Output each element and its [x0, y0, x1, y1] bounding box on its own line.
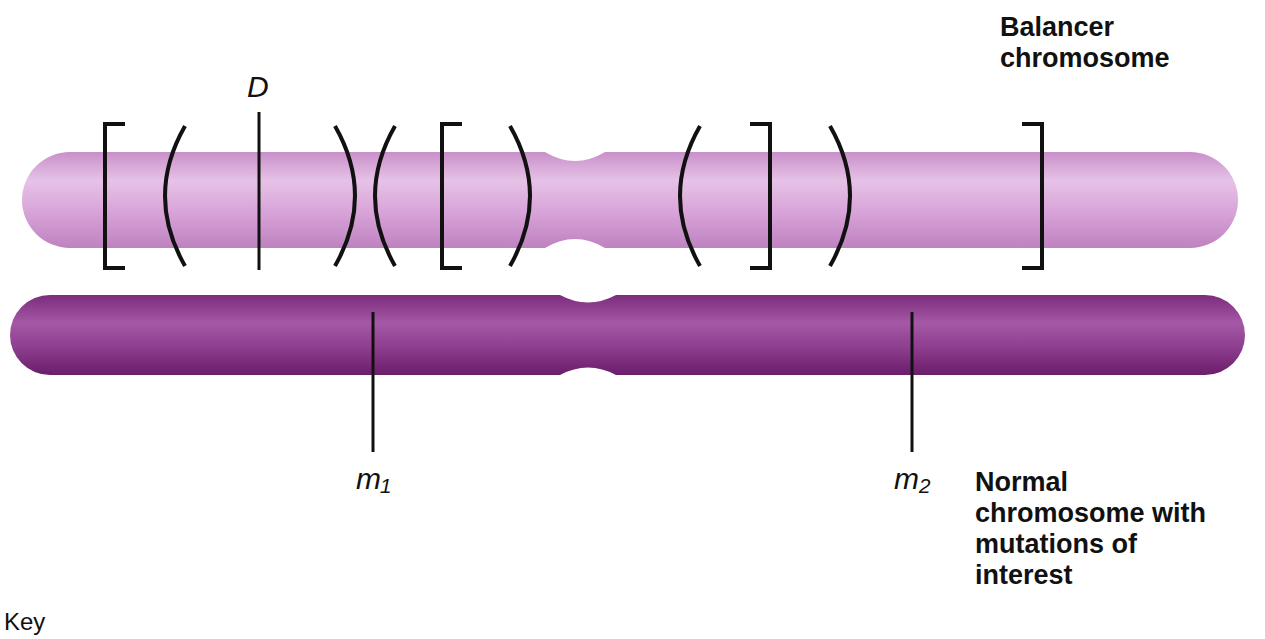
mutation-marker: m₂ [894, 464, 930, 494]
bracket [335, 126, 355, 266]
locus-line [911, 312, 914, 452]
key-heading: Key [4, 608, 45, 636]
bracket [165, 126, 185, 266]
bracket [1022, 124, 1042, 268]
bracket [830, 126, 850, 266]
chromosome-name: Normal chromosome with mutations of inte… [975, 467, 1215, 591]
gene-marker: D [247, 72, 269, 102]
bracket [105, 124, 125, 268]
inversion-brackets [105, 124, 1042, 268]
bracket [680, 126, 700, 266]
mutation-marker: m₁ [356, 464, 390, 494]
locus-line [372, 312, 375, 452]
bracket [375, 126, 395, 266]
bracket [510, 126, 530, 266]
chromosome-name: Balancer chromosome [1000, 12, 1230, 74]
bracket [442, 124, 462, 268]
locus-line [258, 112, 261, 270]
normal-chromosome [10, 295, 1245, 375]
locus-lines [259, 112, 912, 452]
bracket [750, 124, 770, 268]
balancer-chromosome [22, 152, 1238, 248]
